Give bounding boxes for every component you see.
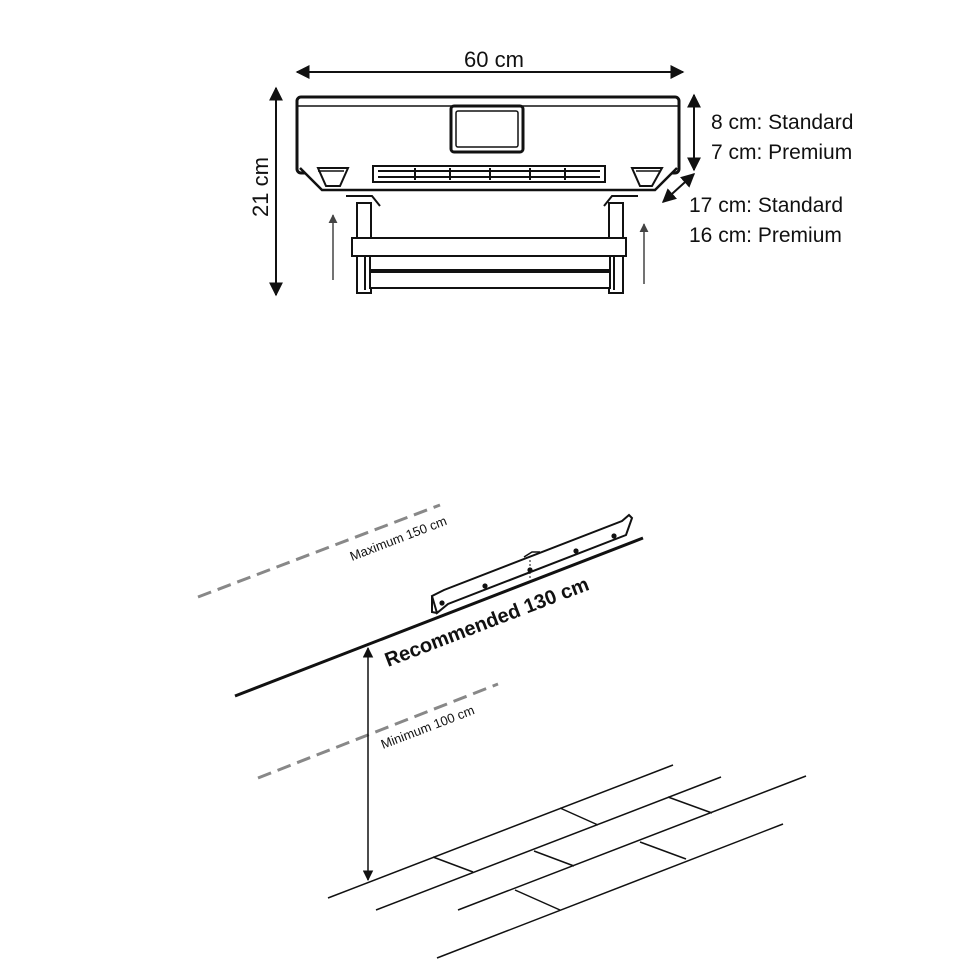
device-drawing	[295, 95, 681, 294]
top-depth-standard-label: 8 cm: Standard	[711, 111, 853, 134]
display-panel	[449, 104, 525, 154]
side-depth-premium-label: 16 cm: Premium	[689, 224, 842, 247]
height-label: 21 cm	[248, 157, 273, 217]
side-depth-dimension-arrow	[661, 173, 696, 203]
mounting-bracket	[430, 513, 634, 615]
maximum-height-line	[197, 503, 441, 599]
installation-height-drawing	[197, 503, 807, 959]
drying-rack-bar	[351, 237, 627, 257]
minimum-height-label: Minimum 100 cm	[379, 702, 477, 751]
recommended-height-line	[234, 536, 644, 698]
top-depth-premium-label: 7 cm: Premium	[711, 141, 852, 164]
width-label: 60 cm	[464, 47, 524, 72]
floor-planks	[327, 764, 807, 959]
minimum-height-line	[257, 682, 499, 780]
side-depth-standard-label: 17 cm: Standard	[689, 194, 843, 217]
